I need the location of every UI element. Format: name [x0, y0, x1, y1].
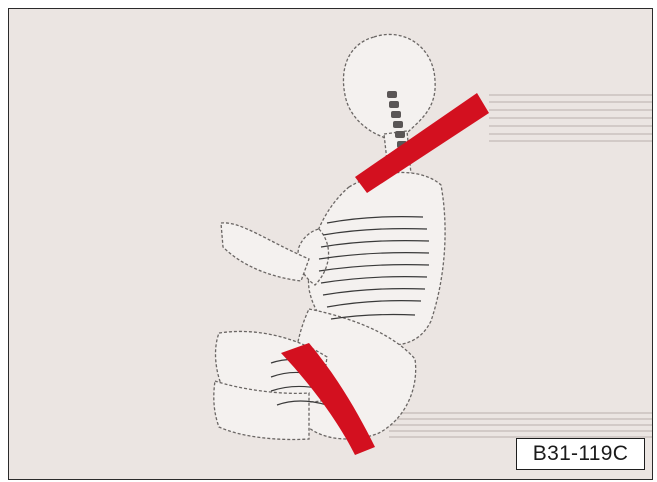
forearm — [221, 223, 309, 281]
figure-code-label: B31-119C — [516, 438, 645, 470]
seated-occupant-illustration — [9, 9, 653, 480]
figure-frame: B31-119C — [8, 8, 653, 480]
head — [343, 34, 435, 140]
